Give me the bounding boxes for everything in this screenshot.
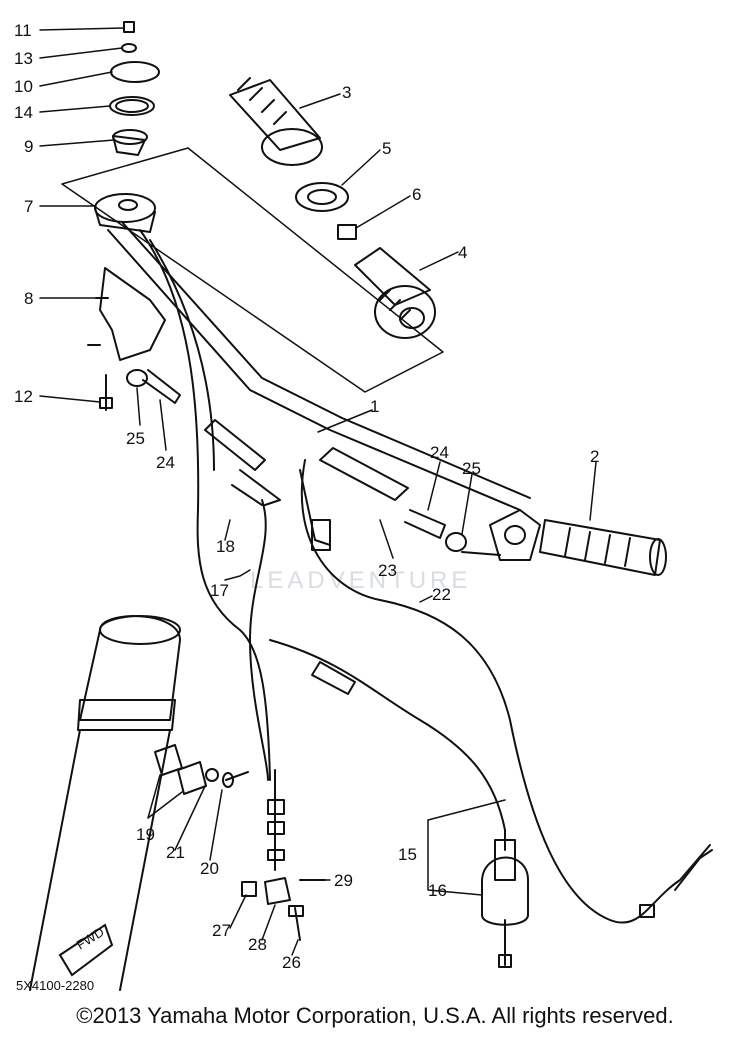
callout-15: 15 [398, 845, 417, 864]
svg-text:FWD: FWD [74, 924, 107, 952]
callout-9: 9 [24, 137, 33, 156]
washer-5 [295, 182, 349, 212]
callout-23: 23 [378, 561, 397, 580]
cable-15-16 [269, 639, 529, 968]
handlebar [107, 221, 531, 511]
callout-25-right: 25 [462, 459, 481, 478]
callout-4: 4 [458, 243, 467, 262]
assembly-outline [61, 147, 444, 393]
throttle-housing [94, 193, 156, 233]
parts-diagram: LEADVENTURE [14, 21, 713, 993]
callout-24-right: 24 [430, 443, 449, 462]
callout-14: 14 [14, 103, 33, 122]
callout-8: 8 [24, 289, 33, 308]
callout-7: 7 [24, 197, 33, 216]
grip-2 [539, 519, 667, 576]
callout-27: 27 [212, 921, 231, 940]
callout-19: 19 [136, 825, 155, 844]
fwd-arrow-icon: FWD [58, 923, 114, 977]
copyright-notice: ©2013 Yamaha Motor Corporation, U.S.A. A… [76, 1003, 674, 1028]
lower-fasteners [241, 877, 326, 941]
callout-5: 5 [382, 139, 391, 158]
callout-22: 22 [432, 585, 451, 604]
throttle-cables [139, 229, 281, 781]
throttle-cap-stack [109, 21, 160, 156]
callout-12: 12 [14, 387, 33, 406]
callout-25-left: 25 [126, 429, 145, 448]
diagram-code: 5X4100-2280 [16, 978, 94, 993]
callout-24-left: 24 [156, 453, 175, 472]
callout-11: 11 [14, 21, 32, 40]
callout-28: 28 [248, 935, 267, 954]
callout-21: 21 [166, 843, 185, 862]
callout-1: 1 [370, 397, 379, 416]
callout-29: 29 [334, 871, 353, 890]
fork-tube [29, 615, 181, 991]
switch-clips [154, 744, 249, 795]
cable-adjuster-rod [267, 769, 713, 918]
callout-10: 10 [14, 77, 33, 96]
adjuster-right [404, 509, 467, 552]
callout-20: 20 [200, 859, 219, 878]
adjuster-left [126, 369, 181, 404]
callout-16: 16 [428, 881, 447, 900]
callout-6: 6 [412, 185, 421, 204]
callout-13: 13 [14, 49, 33, 68]
callout-26: 26 [282, 953, 301, 972]
callout-17: 17 [210, 581, 229, 600]
callout-3: 3 [342, 83, 351, 102]
right-bracket [461, 509, 541, 561]
callout-18: 18 [216, 537, 235, 556]
throttle-tube-4 [354, 247, 436, 339]
clutch-cable [299, 447, 711, 924]
lever-bracket [87, 267, 166, 411]
collar-6 [337, 224, 357, 240]
callout-2: 2 [590, 447, 599, 466]
leader-lines [39, 27, 597, 956]
watermark: LEADVENTURE [250, 567, 471, 594]
grip-3 [229, 77, 323, 166]
